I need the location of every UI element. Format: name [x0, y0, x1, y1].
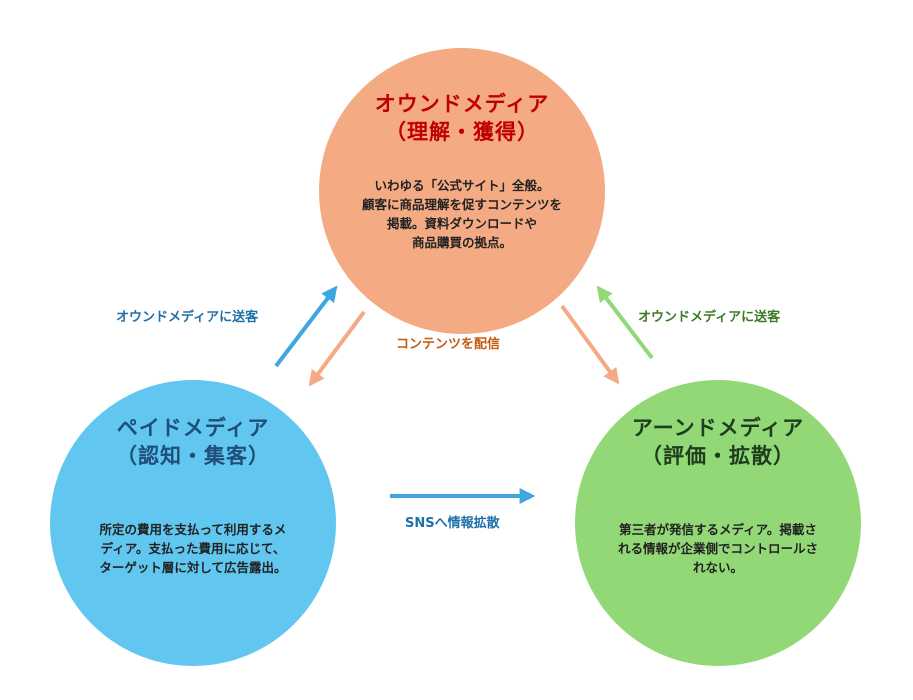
label-earned-to-owned: オウンドメディアに送客 — [638, 310, 781, 325]
owned-media-desc-line: 商品購買の拠点。 — [411, 235, 512, 250]
arrow-owned-to-paid — [308, 310, 366, 387]
earned-media-description: 第三者が発信するメディア。掲載さ れる情報が企業側でコントロールさ れない。 — [618, 520, 818, 577]
owned-media-circle: オウンドメディア （理解・獲得） いわゆる「公式サイト」全般。 顧客に商品理解を… — [319, 48, 605, 334]
paid-media-title-line1: ペイドメディア — [116, 416, 270, 440]
owned-media-desc-line: 掲載。資料ダウンロードや — [386, 216, 537, 231]
owned-media-title: オウンドメディア （理解・獲得） — [375, 90, 550, 146]
paid-media-desc-line: 所定の費用を支払って利用するメ — [99, 522, 287, 537]
paid-media-description: 所定の費用を支払って利用するメ ディア。支払った費用に応じて、 ターゲット層に対… — [99, 520, 286, 577]
owned-media-desc-line: いわゆる「公式サイト」全般。 — [374, 178, 550, 193]
earned-media-desc-line: 第三者が発信するメディア。掲載さ — [619, 522, 817, 537]
owned-media-description: いわゆる「公式サイト」全般。 顧客に商品理解を促すコンテンツを 掲載。資料ダウン… — [362, 176, 562, 252]
paid-media-circle: ペイドメディア （認知・集客） 所定の費用を支払って利用するメ ディア。支払った… — [50, 380, 336, 666]
paid-media-desc-line: ターゲット層に対して広告露出。 — [99, 560, 287, 575]
paid-media-title-line2: （認知・集客） — [116, 444, 270, 468]
earned-media-circle: アーンドメディア （評価・拡散） 第三者が発信するメディア。掲載さ れる情報が企… — [575, 380, 861, 666]
earned-media-title-line1: アーンドメディア — [631, 416, 805, 440]
earned-media-desc-line: れない。 — [692, 560, 743, 575]
paid-media-desc-line: ディア。支払った費用に応じて、 — [100, 541, 286, 556]
arrow-paid-to-owned — [274, 285, 338, 368]
arrow-earned-to-owned — [596, 285, 654, 360]
arrow-owned-to-earned — [560, 304, 620, 385]
earned-media-title: アーンドメディア （評価・拡散） — [632, 414, 804, 470]
earned-media-desc-line: れる情報が企業側でコントロールさ — [617, 541, 818, 556]
owned-media-title-line1: オウンドメディア — [374, 92, 550, 116]
paid-media-title: ペイドメディア （認知・集客） — [116, 414, 270, 470]
owned-media-desc-line: 顧客に商品理解を促すコンテンツを — [361, 197, 562, 212]
owned-media-title-line2: （理解・獲得） — [385, 120, 539, 144]
label-paid-to-earned: SNSへ情報拡散 — [405, 516, 500, 531]
label-paid-to-owned: オウンドメディアに送客 — [116, 310, 259, 325]
label-owned-content: コンテンツを配信 — [396, 337, 501, 352]
earned-media-title-line2: （評価・拡散） — [640, 444, 795, 468]
